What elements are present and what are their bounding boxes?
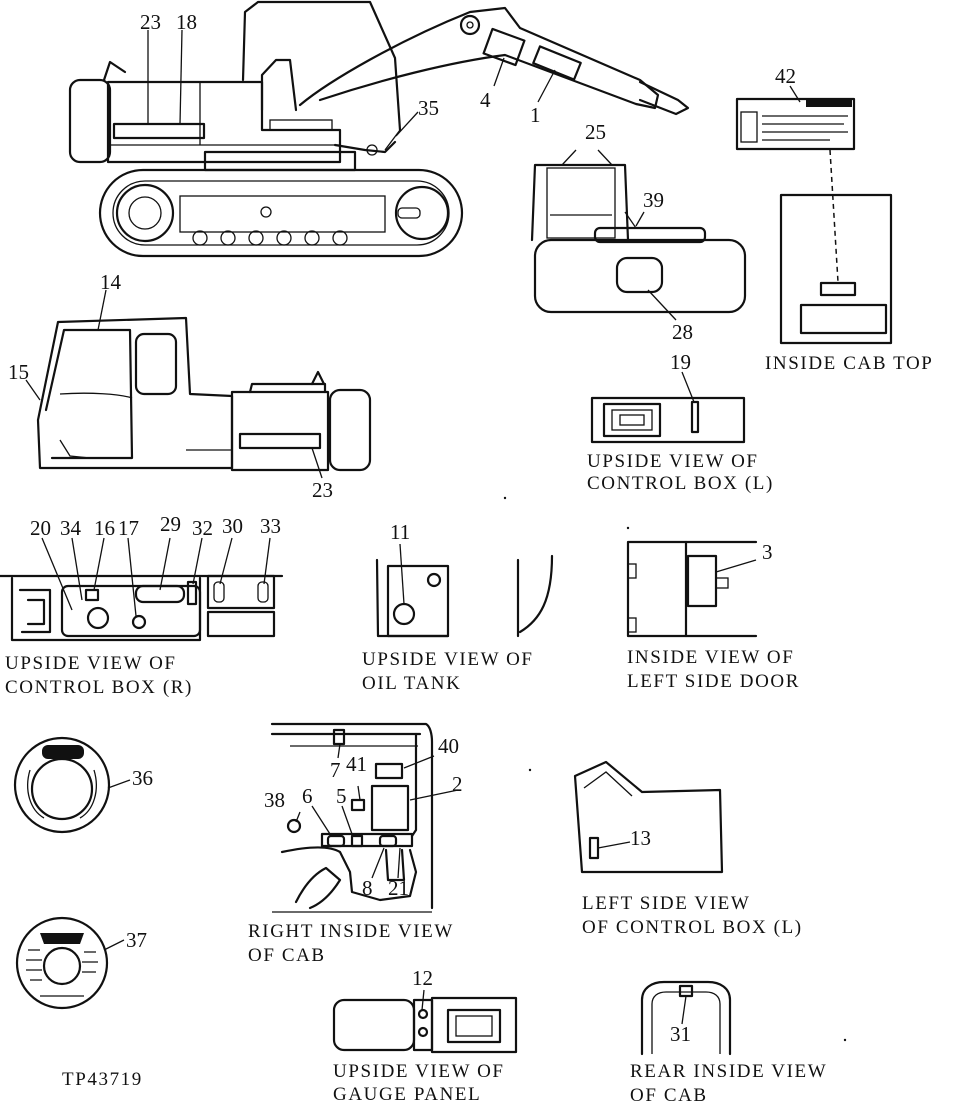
caption-right-inside-cab-line1: RIGHT INSIDE VIEW xyxy=(248,921,454,942)
callout-23-cab: 23 xyxy=(312,478,333,502)
caption-inside-cab-top: INSIDE CAB TOP xyxy=(765,353,934,374)
sticker-36 xyxy=(13,736,111,834)
caption-control-box-l-line1: UPSIDE VIEW OF xyxy=(587,451,759,472)
caption-left-side-door-line2: LEFT SIDE DOOR xyxy=(627,671,800,692)
callout-18: 18 xyxy=(176,10,197,34)
left-side-door-inside-view xyxy=(626,540,758,638)
caption-left-side-control-box-line1: LEFT SIDE VIEW xyxy=(582,893,751,914)
sticker-37 xyxy=(15,916,109,1010)
callout-1: 1 xyxy=(530,103,541,127)
cab-side-view xyxy=(36,316,372,472)
callout-2: 2 xyxy=(452,772,463,796)
gauge-panel-upside-view xyxy=(332,996,518,1054)
callout-8: 8 xyxy=(362,876,373,900)
callout-31: 31 xyxy=(670,1022,691,1046)
inside-cab-top-view xyxy=(735,97,893,345)
caption-control-box-r-line2: CONTROL BOX (R) xyxy=(5,677,193,698)
callout-35: 35 xyxy=(418,96,439,120)
callout-21: 21 xyxy=(388,876,409,900)
callout-32: 32 xyxy=(192,516,213,540)
figure-id: TP43719 xyxy=(62,1069,143,1090)
caption-oil-tank-line2: OIL TANK xyxy=(362,673,462,694)
callout-7: 7 xyxy=(330,758,341,782)
caption-left-side-control-box-line2: OF CONTROL BOX (L) xyxy=(582,917,803,938)
callout-17: 17 xyxy=(118,516,139,540)
callout-20: 20 xyxy=(30,516,51,540)
caption-right-inside-cab-line2: OF CAB xyxy=(248,945,326,966)
callout-25: 25 xyxy=(585,120,606,144)
callout-39: 39 xyxy=(643,188,664,212)
callout-6: 6 xyxy=(302,784,313,808)
callout-4: 4 xyxy=(480,88,491,112)
callout-23-top: 23 xyxy=(140,10,161,34)
callout-16: 16 xyxy=(94,516,115,540)
caption-control-box-r-line1: UPSIDE VIEW OF xyxy=(5,653,177,674)
oil-tank-upside-view xyxy=(375,554,554,638)
callout-29: 29 xyxy=(160,512,181,536)
excavator-rear-view xyxy=(530,163,747,314)
caption-gauge-panel-line1: UPSIDE VIEW OF xyxy=(333,1061,505,1082)
callout-19: 19 xyxy=(670,350,691,374)
callout-11: 11 xyxy=(390,520,411,544)
caption-control-box-l-line2: CONTROL BOX (L) xyxy=(587,473,774,494)
control-box-right-upside-view xyxy=(0,574,284,642)
caption-oil-tank-line1: UPSIDE VIEW OF xyxy=(362,649,534,670)
callout-40: 40 xyxy=(438,734,459,758)
left-side-control-box-view xyxy=(573,760,724,874)
callout-42: 42 xyxy=(775,64,796,88)
callout-38: 38 xyxy=(264,788,285,812)
callout-33: 33 xyxy=(260,514,281,538)
caption-rear-inside-cab-line2: OF CAB xyxy=(630,1085,708,1106)
right-inside-cab-view xyxy=(270,722,434,913)
callout-37: 37 xyxy=(126,928,147,952)
excavator-side-view xyxy=(68,0,690,258)
callout-41: 41 xyxy=(346,752,367,776)
callout-14: 14 xyxy=(100,270,121,294)
callout-36: 36 xyxy=(132,766,153,790)
callout-30: 30 xyxy=(222,514,243,538)
callout-13: 13 xyxy=(630,826,651,850)
callout-34: 34 xyxy=(60,516,81,540)
caption-left-side-door-line1: INSIDE VIEW OF xyxy=(627,647,795,668)
callout-28: 28 xyxy=(672,320,693,344)
callout-12: 12 xyxy=(412,966,433,990)
callout-5: 5 xyxy=(336,784,347,808)
caption-rear-inside-cab-line1: REAR INSIDE VIEW xyxy=(630,1061,828,1082)
callout-15: 15 xyxy=(8,360,29,384)
caption-gauge-panel-line2: GAUGE PANEL xyxy=(333,1084,482,1105)
callout-3: 3 xyxy=(762,540,773,564)
control-box-left-upside-view xyxy=(590,396,746,444)
